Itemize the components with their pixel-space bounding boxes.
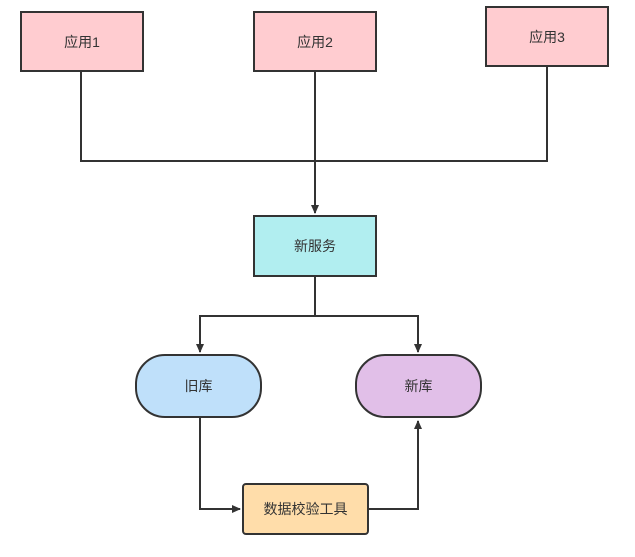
edge-new-service-to-new-db xyxy=(315,315,422,353)
node-old-db-label: 旧库 xyxy=(184,378,213,394)
edge-old-db-to-validator xyxy=(199,417,241,513)
node-app2: 应用2 xyxy=(253,11,377,72)
node-app3-label: 应用3 xyxy=(529,28,565,45)
edge-app3-to-new-service xyxy=(315,66,548,162)
node-app3: 应用3 xyxy=(485,6,609,67)
node-app1-label: 应用1 xyxy=(64,33,100,50)
node-app2-label: 应用2 xyxy=(297,33,333,50)
node-new-db-label: 新库 xyxy=(404,378,433,394)
node-old-db: 旧库 xyxy=(135,354,262,418)
node-new-db: 新库 xyxy=(355,354,482,418)
node-new-service-label: 新服务 xyxy=(294,238,336,254)
node-data-validator: 数据校验工具 xyxy=(242,483,369,535)
node-app1: 应用1 xyxy=(20,11,144,72)
node-new-service: 新服务 xyxy=(253,215,377,277)
edge-app1-to-new-service xyxy=(80,71,315,162)
node-data-validator-label: 数据校验工具 xyxy=(263,501,348,517)
edge-new-service-to-old-db xyxy=(196,276,316,353)
edge-validator-to-new-db xyxy=(369,420,422,510)
